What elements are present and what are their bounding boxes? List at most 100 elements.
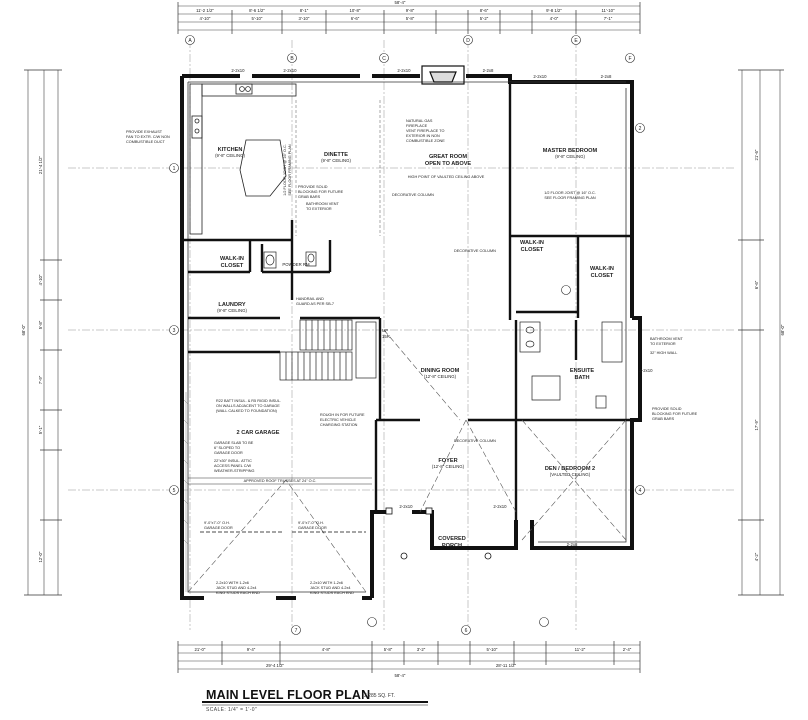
svg-text:PROVIDE SOLID: PROVIDE SOLID [652, 407, 682, 411]
dimension-top-2: 5'-8" [406, 16, 415, 21]
svg-text:6" SLOPED TO: 6" SLOPED TO [214, 446, 240, 450]
room-label-powder: POWDER RM [282, 262, 310, 267]
grid-tag: 3 [173, 328, 176, 334]
grid-tag: 5 [173, 488, 176, 494]
stair-up-label: UP [382, 328, 388, 333]
stairs [279, 319, 377, 381]
opening-label: 2-2x10 [399, 504, 413, 509]
note-blocking: PROVIDE SOLID BLOCKING FOR FUTURE GRAB B… [298, 185, 344, 199]
room-ceiling-dining: (12'-8" CEILING) [424, 374, 457, 379]
grid-tag: A [188, 38, 192, 44]
note-garage-door-left: 9'-0"x7'-0" O.H. GARAGE DOOR [204, 521, 233, 530]
room-ceiling-foyer: (12'-8" CEILING) [432, 464, 465, 469]
note-trusses: APPROVED ROOF TRUSSES AT 24" O.C. [244, 479, 317, 483]
dimension-left: 12'-0" [38, 551, 43, 562]
svg-text:VENT FIREPLACE TO: VENT FIREPLACE TO [406, 129, 444, 133]
dimension-left: 5'-1" [38, 425, 43, 434]
room-ceiling-great-room: OPEN TO ABOVE [425, 161, 472, 167]
dimension-bottom: 11'-2" [575, 647, 586, 652]
room-ceiling-kitchen: (9'-8" CEILING) [215, 153, 245, 158]
svg-text:1/2 FLOOR JOIST @ 16" O.C.: 1/2 FLOOR JOIST @ 16" O.C. [283, 144, 287, 196]
svg-text:GARAGE SLAB TO BE: GARAGE SLAB TO BE [214, 441, 254, 445]
dimension-bottom: 9'-4" [247, 647, 256, 652]
note-bath-vent: BATHROOM VENT TO EXTERIOR [650, 337, 684, 346]
room-ceiling-ensuite: BATH [574, 375, 589, 381]
svg-text:COMBUSTIBLE DUCT: COMBUSTIBLE DUCT [126, 140, 165, 144]
svg-text:GRAB BARS: GRAB BARS [652, 417, 675, 421]
svg-text:NATURAL GAS: NATURAL GAS [406, 119, 433, 123]
dimension-bottom: 4'-8" [322, 647, 331, 652]
note-garage-wall: R22 BATT INSUL. & R5 RIGID INSUL. ON WAL… [216, 399, 281, 413]
dimension-left: 5'-8" [38, 320, 43, 329]
dimension-bottom: 3'-2" [417, 647, 426, 652]
interior-walls [182, 82, 632, 520]
note-exhaust: PROVIDE EXHAUST FAN TO EXTR. C/W NON COM… [126, 130, 170, 144]
svg-text:HANDRAIL AND: HANDRAIL AND [296, 297, 324, 301]
svg-text:22"x30" INSUL. ATTIC: 22"x30" INSUL. ATTIC [214, 459, 252, 463]
dimension-bottom: 21'-0" [195, 647, 206, 652]
note-vaulted: HIGH POINT OF VAULTED CEILING ABOVE [408, 175, 485, 179]
svg-text:TO EXTERIOR: TO EXTERIOR [650, 342, 676, 346]
note-lintel-right: 2-2x10 WITH 1-2x6 JACK STUD AND 4-2x4 KI… [310, 581, 354, 595]
room-label-dinette: DINETTE [324, 152, 348, 158]
svg-text:TO EXTERIOR: TO EXTERIOR [306, 207, 332, 211]
svg-text:BATHROOM VENT: BATHROOM VENT [650, 337, 684, 341]
dimension-bottom: 2'-4" [623, 647, 632, 652]
opening-label: 2-2x8 [601, 74, 612, 79]
fireplace [421, 65, 465, 85]
dimension-left-overall: 68'-0" [21, 324, 26, 335]
room-ceiling-den: (VAULTED CEILING) [550, 472, 591, 477]
plan-scale: SCALE: 1/4" = 1'-0" [206, 707, 258, 713]
room-label-porch: COVERED [438, 536, 466, 542]
note-attic: 22"x30" INSUL. ATTIC ACCESS PANEL C/W WE… [214, 459, 254, 473]
room-label-great-room: GREAT ROOM [429, 154, 467, 160]
dimension-top: 11'-10" [601, 8, 614, 13]
room-label-foyer: FOYER [438, 458, 457, 464]
svg-text:JACK STUD AND 4-2x4: JACK STUD AND 4-2x4 [216, 586, 257, 590]
svg-text:GUARD AS PER SB-7: GUARD AS PER SB-7 [296, 302, 334, 306]
note-floor-joist-kitchen: 1/2 FLOOR JOIST @ 16" O.C. SEE FLOOR FRA… [283, 144, 292, 196]
svg-text:ROUGH IN FOR FUTURE: ROUGH IN FOR FUTURE [320, 413, 365, 417]
dimension-top: 10'-8" [350, 8, 361, 13]
svg-text:GARAGE DOOR: GARAGE DOOR [204, 526, 233, 530]
porch-columns [385, 507, 492, 560]
dimension-left: 7'-9" [38, 375, 43, 384]
dimension-top-2: 4'-10" [200, 16, 211, 21]
opening-label: 2-2x10 [533, 74, 547, 79]
dimension-top: 11'-2 1/2" [196, 8, 214, 13]
svg-text:CHARGING STATION: CHARGING STATION [320, 423, 358, 427]
grid-tag: 7 [295, 628, 298, 634]
dimension-left: 21'-4 1/2" [38, 155, 43, 174]
svg-text:FAN TO EXTR. C/W NON: FAN TO EXTR. C/W NON [126, 135, 170, 139]
room-ceiling-laundry: (9'-8" CEILING) [217, 308, 247, 313]
svg-text:(WALL CALKED TO FOUNDATION): (WALL CALKED TO FOUNDATION) [216, 409, 278, 413]
dimension-left: 4'-10" [38, 274, 43, 285]
room-label-ensuite: ENSUITE [570, 368, 595, 374]
opening-label: 2-2x8 [567, 542, 578, 547]
note-handrail: HANDRAIL AND GUARD AS PER SB-7 [296, 297, 334, 306]
room-label-den: DEN / BEDROOM 2 [545, 466, 595, 472]
svg-text:KING STUDS EACH END: KING STUDS EACH END [216, 591, 260, 595]
dinette-outline [295, 100, 381, 236]
svg-text:COMBUSTIBLE ZONE: COMBUSTIBLE ZONE [406, 139, 445, 143]
svg-text:EXTERIOR IN NON: EXTERIOR IN NON [406, 134, 440, 138]
grid-tag: F [628, 56, 631, 62]
ceiling-diagonals [187, 329, 627, 593]
opening-label: 2-2x10 [283, 68, 297, 73]
dimension-ticks [24, 2, 784, 673]
note-fireplace: NATURAL GAS FIREPLACE VENT FIREPLACE TO … [406, 119, 445, 143]
dimension-lines [27, 5, 781, 670]
dimension-right: 6'-6" [754, 280, 759, 289]
dimension-overall-bottom: 58'-4" [395, 673, 406, 678]
grid-tag: C [382, 56, 386, 62]
svg-text:2-2x10 WITH 1-2x6: 2-2x10 WITH 1-2x6 [216, 581, 249, 585]
room-label-dining: DINING ROOM [421, 368, 460, 374]
opening-label: 2-2x10 [493, 504, 507, 509]
room-label-garage: 2 CAR GARAGE [237, 430, 280, 436]
svg-text:BLOCKING FOR FUTURE: BLOCKING FOR FUTURE [652, 412, 698, 416]
svg-text:FIREPLACE: FIREPLACE [406, 124, 428, 128]
garage-doors [200, 531, 366, 601]
dimension-top: 9'-8" [406, 8, 415, 13]
opening-label: 2-2x10 [397, 68, 411, 73]
svg-text:1/2 FLOOR JOIST @ 16" O.C.: 1/2 FLOOR JOIST @ 16" O.C. [544, 191, 596, 195]
